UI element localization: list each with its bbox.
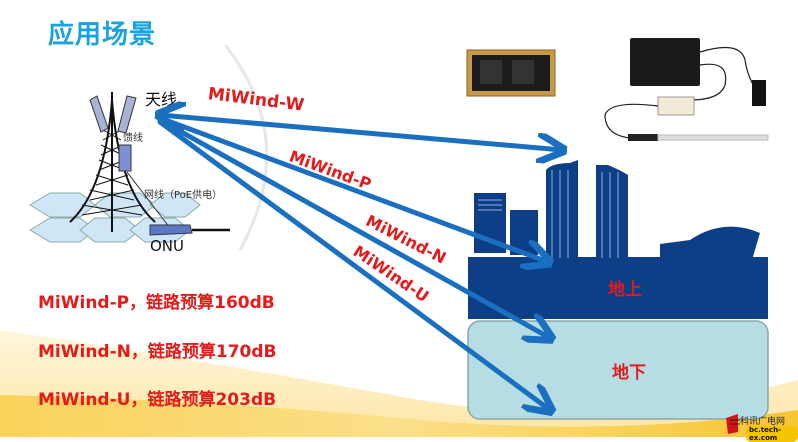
- tower-icon: [69, 92, 156, 232]
- cable-label: 网线（PoE供电）: [144, 190, 223, 201]
- arrow-miwind-n: [157, 117, 550, 338]
- watermark-name: 科讯广电网: [740, 417, 786, 427]
- onu-device-icon: [149, 224, 230, 236]
- underground-label: 地下: [612, 363, 646, 383]
- budget-miwind-n: MiWind-N，链路预算170dB: [38, 342, 277, 362]
- arrow-miwind-u: [157, 119, 550, 410]
- budget-miwind-p: MiWind-P，链路预算160dB: [38, 293, 275, 313]
- page-title: 应用场景: [48, 20, 157, 50]
- circuit-board-icon: [466, 49, 556, 97]
- feeder-unit-icon: [118, 144, 132, 172]
- watermark-url: bc.tech-ex.com: [746, 426, 798, 442]
- feeder-label: 馈线: [123, 133, 143, 144]
- onu-label: ONU: [150, 237, 185, 255]
- city-skyline-icon: [468, 160, 768, 319]
- arrow-miwind-w: [160, 115, 562, 150]
- above-ground-label: 地上: [608, 280, 642, 300]
- gateway-device-icon: [604, 38, 769, 141]
- hexagon-ground: [29, 192, 201, 243]
- arrow-miwind-p: [157, 115, 548, 262]
- antenna-panels-icon: [89, 95, 137, 134]
- budget-miwind-u: MiWind-U，链路预算203dB: [38, 390, 277, 410]
